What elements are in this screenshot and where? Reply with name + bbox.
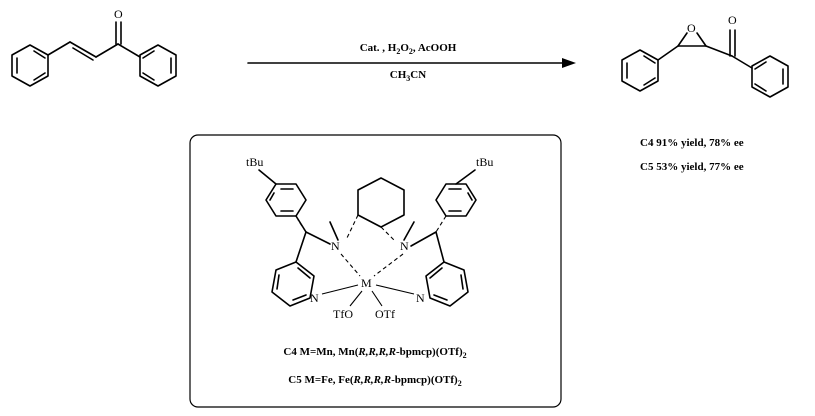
- pyridine-n-left: N: [310, 291, 319, 305]
- product-carbonyl-oxygen: O: [728, 13, 737, 27]
- triflate-right: OTf: [375, 307, 395, 321]
- product-epoxy-ketone: O O: [621, 13, 789, 98]
- reaction-conditions-line1: Cat. , H2O2, AcOOH: [360, 42, 457, 56]
- reaction-arrow: [247, 58, 576, 68]
- amine-n-right: N: [400, 239, 409, 253]
- catalyst-caption-c5: C5 M=Fe, Fe(R,R,R,R-bpmcp)(OTf)2: [288, 374, 461, 388]
- catalyst-structure: tBu N N N tBu: [246, 155, 493, 321]
- catalyst-frame: [189, 134, 562, 408]
- product-epoxide-oxygen: O: [687, 21, 696, 35]
- pyridine-n-right: N: [416, 291, 425, 305]
- catalyst-caption-c4: C4 M=Mn, Mn(R,R,R,R-bpmcp)(OTf)2: [283, 346, 466, 360]
- triflate-left: TfO: [333, 307, 353, 321]
- reactant-carbonyl-oxygen: O: [114, 7, 123, 21]
- tbu-right-label: tBu: [476, 155, 493, 169]
- tbu-left-label: tBu: [246, 155, 263, 169]
- amine-n-left: N: [331, 239, 340, 253]
- result-c5: C5 53% yield, 77% ee: [640, 161, 744, 173]
- metal-center: M: [361, 276, 372, 290]
- reactant-chalcone: O: [11, 7, 177, 87]
- reaction-conditions-line2: CH3CN: [390, 69, 426, 83]
- result-c4: C4 91% yield, 78% ee: [640, 137, 744, 149]
